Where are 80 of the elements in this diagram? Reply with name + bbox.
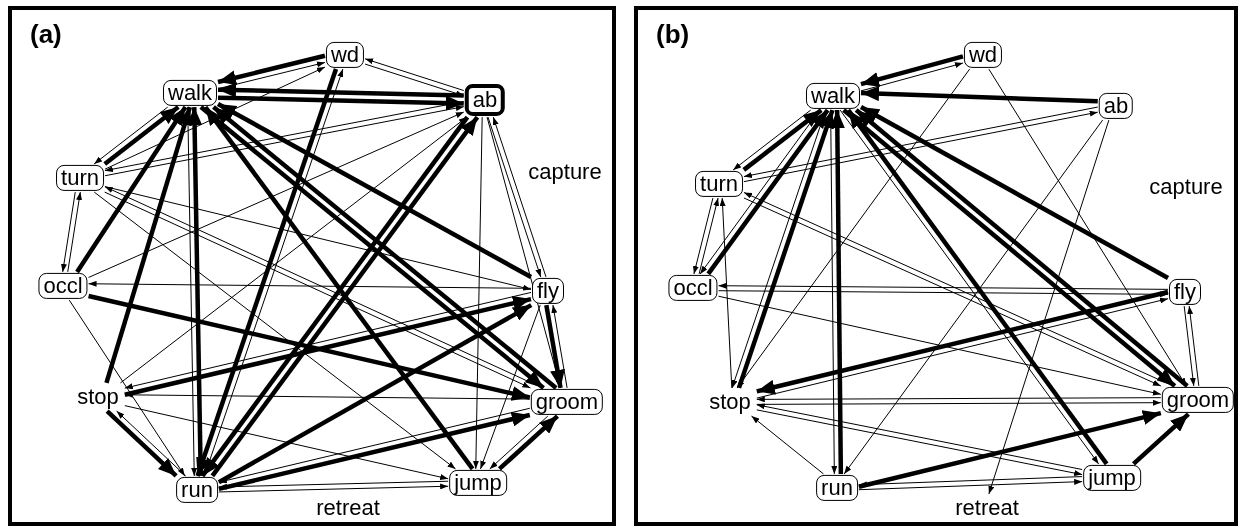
arrow — [88, 280, 532, 289]
arrow — [104, 106, 193, 384]
state-box: ab — [1098, 92, 1134, 120]
state-box: run — [176, 476, 218, 504]
state-text: stop — [704, 388, 756, 416]
state-box: wd — [325, 41, 365, 69]
arrow — [860, 54, 964, 87]
state-box: groom — [1161, 386, 1235, 414]
arrow — [68, 299, 186, 477]
arrow — [116, 410, 187, 477]
arrow — [718, 290, 1169, 298]
arrow — [736, 68, 971, 389]
arrow — [60, 191, 76, 273]
panel-label: (b) — [656, 20, 690, 49]
state-box: ab — [464, 83, 506, 117]
arrow — [860, 62, 964, 92]
arrow — [124, 391, 531, 400]
arrow — [217, 95, 464, 111]
state-text: retreat — [950, 494, 1024, 522]
state-box: turn — [56, 164, 104, 192]
arrow — [119, 116, 468, 384]
arrow — [187, 106, 198, 477]
arrow — [698, 197, 719, 275]
arrow — [544, 304, 565, 389]
arrow — [480, 304, 541, 470]
arrow — [489, 415, 549, 470]
arrow — [124, 405, 449, 480]
arrow — [75, 105, 188, 274]
arrow — [693, 197, 714, 275]
arrow — [988, 119, 1110, 495]
state-box: jump — [1083, 464, 1141, 492]
arrow — [217, 53, 326, 85]
state-box: fly — [1169, 278, 1201, 306]
arrow — [742, 108, 823, 172]
arrow — [67, 191, 83, 273]
arrow — [472, 116, 483, 470]
arrow — [217, 82, 464, 98]
arrow — [756, 399, 1162, 406]
state-box: occl — [668, 274, 718, 302]
state-box: jump — [449, 469, 507, 497]
arrow — [751, 415, 824, 475]
arrow — [551, 304, 568, 389]
arrow — [859, 105, 1170, 280]
arrow — [187, 107, 203, 476]
arrow — [830, 109, 838, 475]
panel-label: (a) — [30, 20, 62, 49]
arrow — [756, 396, 1162, 403]
arrow — [1183, 305, 1196, 387]
state-box: turn — [695, 170, 743, 198]
arrow — [732, 109, 812, 171]
state-label: capture — [528, 159, 602, 185]
state-box: wd — [963, 41, 1003, 69]
arrow — [756, 403, 1083, 470]
state-label: capture — [1149, 174, 1223, 200]
arrow — [1187, 305, 1200, 387]
state-box: groom — [530, 388, 604, 416]
arrow — [88, 111, 465, 278]
arrow — [719, 197, 733, 389]
arrow — [216, 101, 533, 279]
state-box: walk — [163, 79, 217, 107]
arrow — [105, 409, 178, 478]
arrow — [858, 410, 1162, 489]
arrow — [103, 105, 180, 166]
arrow — [718, 282, 1169, 290]
arrow — [217, 303, 533, 485]
arrow — [756, 409, 1083, 476]
arrow — [93, 106, 169, 165]
state-box: fly — [532, 277, 564, 305]
arrow — [860, 86, 1098, 104]
panel-frame — [634, 6, 1238, 526]
arrow — [104, 66, 326, 170]
state-text: stop — [72, 383, 124, 411]
arrow — [104, 186, 532, 291]
state-box: occl — [38, 272, 88, 300]
state-box: walk — [806, 82, 860, 110]
state-box: run — [816, 474, 858, 502]
state-label: retreat — [316, 495, 380, 521]
arrow — [93, 191, 456, 470]
arrow — [497, 414, 559, 471]
arrow — [1131, 412, 1190, 466]
